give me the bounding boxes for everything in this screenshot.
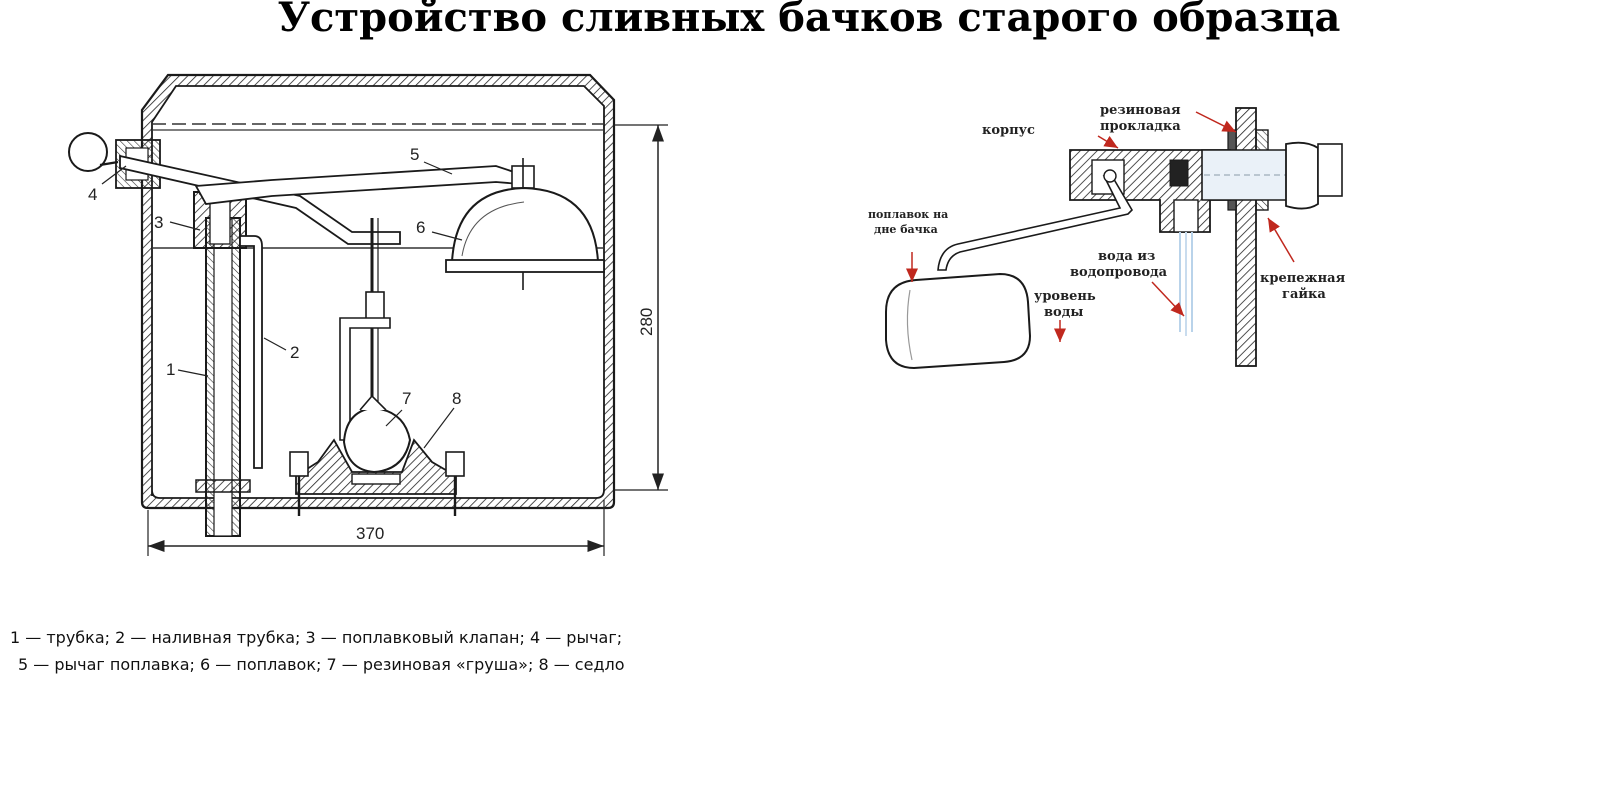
page-title: Устройство сливных бачков старого образц… xyxy=(277,0,1341,41)
overflow-tube xyxy=(195,217,251,537)
handle-lever xyxy=(68,132,401,245)
part-number-2: 2 xyxy=(290,343,299,362)
label-water-level-line1: уровень xyxy=(1034,289,1096,304)
arrow-water-supply xyxy=(1151,281,1185,317)
water-stream xyxy=(1179,232,1193,336)
part-number-8: 8 xyxy=(452,389,461,408)
label-gasket-line2: прокладка xyxy=(1100,119,1181,134)
dimension-height: 280 xyxy=(614,124,668,491)
label-gasket-line1: резиновая xyxy=(1100,103,1181,118)
rubber-bulb xyxy=(342,394,412,474)
label-float-line2: дне бачка xyxy=(874,223,938,236)
filling-tube xyxy=(239,235,263,469)
part-number-4: 4 xyxy=(88,185,97,204)
arrow-nut xyxy=(1267,217,1295,263)
label-water-level-line2: воды xyxy=(1044,305,1083,320)
label-nut-line2: гайка xyxy=(1282,287,1326,302)
parts-legend: 1 — трубка; 2 — наливная трубка; 3 — поп… xyxy=(10,624,810,678)
float-arm xyxy=(937,175,1134,271)
part-number-5: 5 xyxy=(410,145,419,164)
part-number-7: 7 xyxy=(402,389,411,408)
legend-line-1: 1 — трубка; 2 — наливная трубка; 3 — поп… xyxy=(10,628,623,647)
pull-rod xyxy=(339,218,391,441)
arrow-body xyxy=(1097,135,1119,149)
label-water-supply-line1: вода из xyxy=(1098,249,1155,264)
part-callouts: 4 3 1 2 5 6 7 8 xyxy=(88,145,463,449)
dimension-width: 370 xyxy=(147,500,605,556)
label-nut-line1: крепежная xyxy=(1260,271,1346,286)
part-number-1: 1 xyxy=(166,360,175,379)
legend-line-2: 5 — рычаг поплавка; 6 — поплавок; 7 — ре… xyxy=(18,655,625,674)
part-number-3: 3 xyxy=(154,213,163,232)
tank-wall-section xyxy=(1235,107,1257,367)
float-ball xyxy=(885,272,1032,370)
label-float-line1: поплавок на xyxy=(868,208,948,221)
part-number-6: 6 xyxy=(416,218,425,237)
float-valve-diagram: резиновая прокладка корпус поплавок на д… xyxy=(868,103,1346,370)
label-water-supply-line2: водопровода xyxy=(1070,265,1168,280)
dimension-height-label: 280 xyxy=(637,308,656,336)
arrow-gasket xyxy=(1195,111,1237,133)
float-bell xyxy=(445,186,605,273)
dimension-width-label: 370 xyxy=(356,524,384,543)
label-body: корпус xyxy=(982,123,1035,138)
float-lever xyxy=(194,158,535,290)
valve-seat xyxy=(289,438,465,516)
